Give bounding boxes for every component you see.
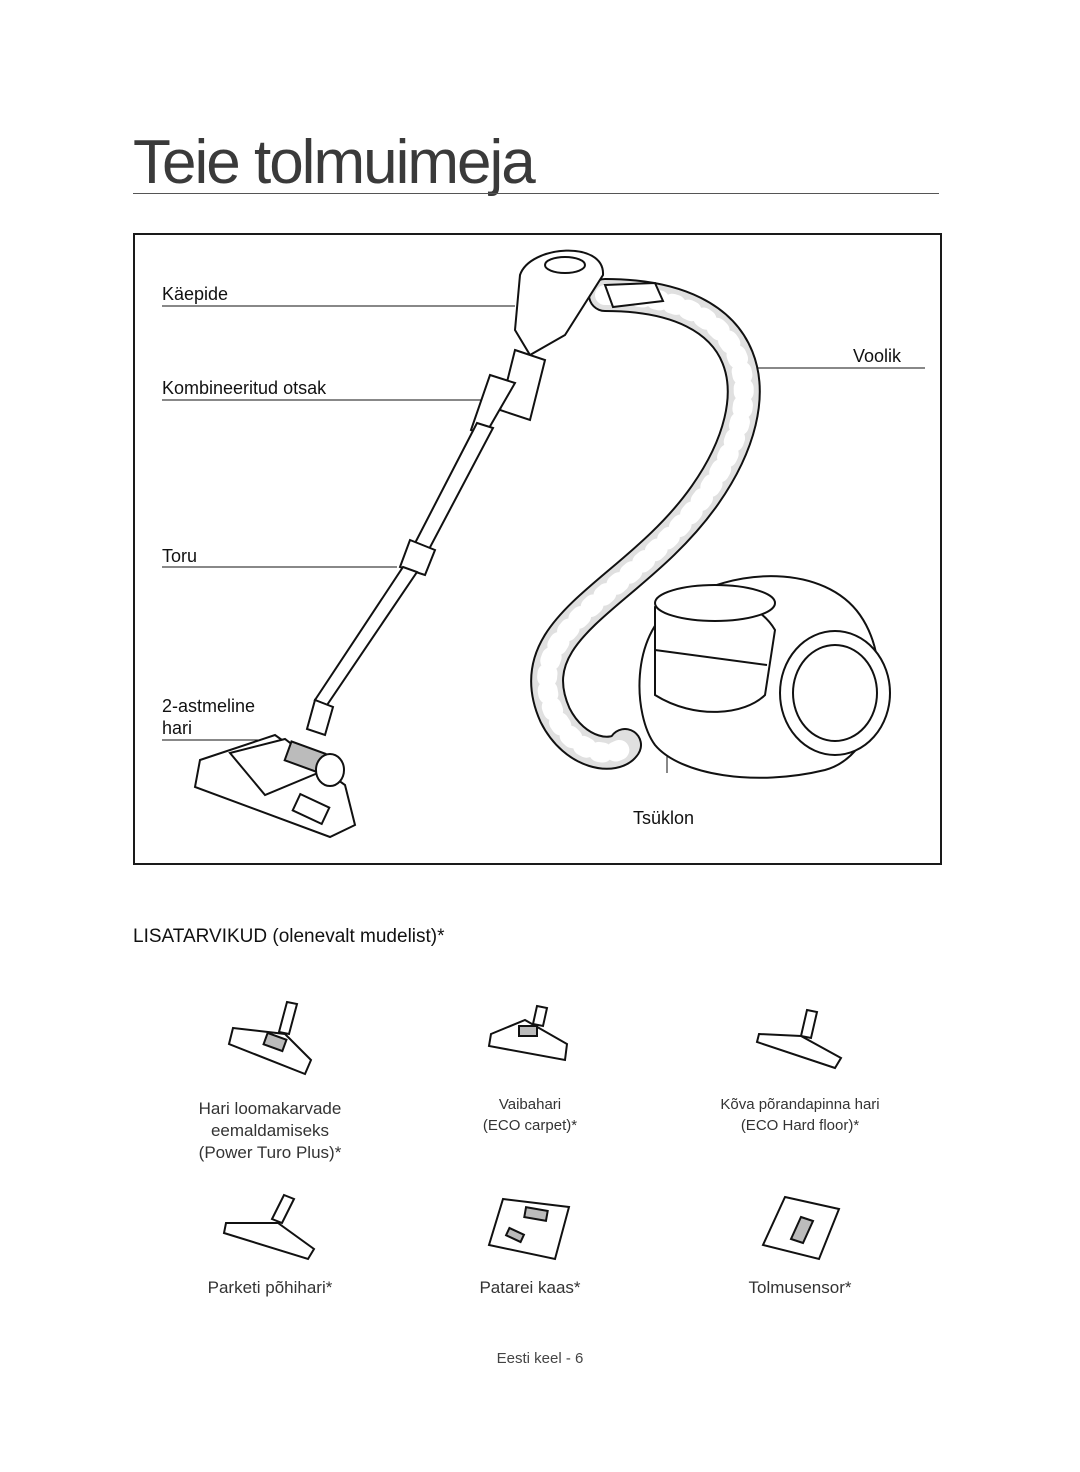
pet-brush-name-line2: eemaldamiseks xyxy=(210,1121,330,1140)
handle-label: Käepide xyxy=(162,284,229,304)
page-footer: Eesti keel - 6 xyxy=(496,1350,584,1367)
accessory-parquet-brush: Parketi põhihari* xyxy=(170,1193,370,1299)
hose-label: Voolik xyxy=(853,346,902,366)
title-divider xyxy=(133,193,939,194)
pet-brush-name-line3: (Power Turo Plus)* xyxy=(198,1143,342,1162)
carpet-brush-icon xyxy=(487,1004,569,1062)
dust-sensor-name: Tolmusensor* xyxy=(748,1278,852,1297)
floor-brush-icon xyxy=(193,698,357,839)
cyclone-label: Tsüklon xyxy=(633,808,695,828)
accessory-battery-cover: Patarei kaas* xyxy=(430,1193,630,1299)
hard-floor-brush-name-line2: (ECO Hard floor)* xyxy=(740,1117,860,1134)
brush-label-line1: 2-astmeline xyxy=(162,696,256,716)
pet-brush-name-line1: Hari loomakarvade xyxy=(198,1099,342,1118)
parquet-brush-name: Parketi põhihari* xyxy=(207,1278,333,1297)
brush-label-line2: hari xyxy=(162,718,193,738)
handle-icon xyxy=(469,249,665,437)
parquet-brush-icon xyxy=(222,1193,316,1261)
accessory-carpet-brush: Vaibahari (ECO carpet)* xyxy=(430,1004,630,1136)
accessory-dust-sensor: Tolmusensor* xyxy=(700,1193,900,1299)
pet-brush-icon xyxy=(227,1000,313,1076)
pipe-icon xyxy=(313,421,495,707)
accessories-heading: LISATARVIKUD (olenevalt mudelist)* xyxy=(133,926,445,947)
battery-cover-icon xyxy=(487,1197,571,1261)
page-title: Teie tolmuimeja xyxy=(133,128,536,197)
vacuum-cleaner-illustration xyxy=(162,249,925,839)
brush-label: 2-astmeline hari xyxy=(162,695,255,739)
vacuum-diagram: Käepide Kombineeritud otsak Voolik Toru … xyxy=(133,233,942,865)
dust-sensor-icon xyxy=(761,1195,841,1261)
accessory-hard-floor-brush: Kõva põrandapinna hari (ECO Hard floor)* xyxy=(700,1008,900,1136)
accessory-pet-brush: Hari loomakarvade eemaldamiseks (Power T… xyxy=(170,1000,370,1164)
combination-tool-label: Kombineeritud otsak xyxy=(162,378,327,398)
battery-cover-name: Patarei kaas* xyxy=(479,1278,581,1297)
hard-floor-brush-icon xyxy=(755,1008,843,1070)
carpet-brush-name-line1: Vaibahari xyxy=(498,1096,562,1113)
hose-icon xyxy=(530,278,761,770)
cyclone-body-icon xyxy=(638,575,891,779)
hard-floor-brush-name-line1: Kõva põrandapinna hari xyxy=(720,1096,880,1113)
pipe-label: Toru xyxy=(162,546,198,566)
carpet-brush-name-line2: (ECO carpet)* xyxy=(482,1117,578,1134)
